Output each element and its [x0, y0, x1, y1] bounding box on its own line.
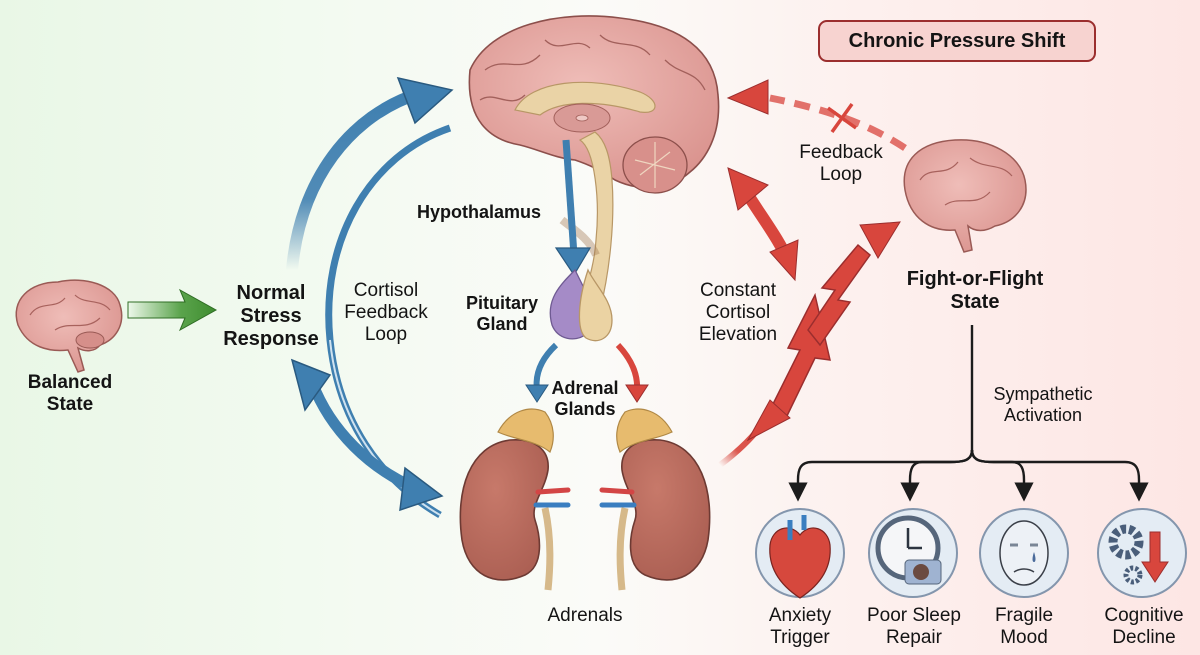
right-kidney-icon: [599, 408, 711, 591]
label-line: Constant: [699, 280, 777, 301]
chronic-pressure-shift-badge: Chronic Pressure Shift: [818, 20, 1096, 62]
label-line: Normal: [236, 282, 306, 304]
gears-down-icon: [1097, 508, 1187, 598]
cortisol-feedback-loop-label: Cortisol Feedback Loop: [338, 280, 434, 346]
feedback-loop-label: Feedback Loop: [786, 142, 896, 186]
label-line: State: [950, 291, 1000, 313]
label-line: Trigger: [770, 626, 830, 648]
label-line: Feedback: [344, 301, 428, 323]
label-line: Response: [223, 328, 319, 350]
branching-connector: [788, 325, 1149, 502]
red-zigzag-arrows-icon: [718, 221, 901, 468]
label-line: Loop: [819, 163, 863, 185]
label-line: Adrenal: [551, 378, 619, 398]
label-line: Cognitive: [1104, 605, 1184, 626]
label-line: Pituitary: [465, 293, 539, 313]
sad-face-icon: [979, 508, 1069, 598]
stressed-brain-icon: [903, 139, 1027, 253]
label-line: Stress: [240, 305, 302, 327]
balanced-brain-icon: [15, 279, 123, 373]
green-arrow-icon: [127, 288, 218, 332]
blue-arc-up-icon: [286, 76, 454, 276]
label-line: Cortisol: [705, 301, 771, 323]
central-brain-icon: [468, 15, 720, 311]
heart-icon: [755, 508, 845, 599]
label-line: Elevation: [698, 323, 778, 345]
label-line: Fight-or-Flight: [906, 268, 1044, 290]
label-line: Cortisol: [353, 280, 419, 301]
pituitary-to-adrenal-arrows: [525, 342, 649, 403]
outcome-anxiety-trigger-label: Anxiety Trigger: [750, 605, 850, 649]
clock-sleep-icon: [868, 508, 958, 598]
label-line: Fragile: [994, 605, 1054, 626]
label-line: Loop: [364, 323, 408, 345]
label-line: Glands: [554, 398, 616, 419]
pituitary-gland-icon: [549, 268, 613, 342]
label-line: Activation: [1003, 404, 1083, 425]
balanced-state-label: Balanced State: [20, 372, 120, 416]
adrenals-label: Adrenals: [547, 605, 623, 626]
label-line: Mood: [1000, 626, 1048, 648]
outcome-cognitive-decline-label: Cognitive Decline: [1092, 605, 1196, 649]
hypothalamus-label: Hypothalamus: [416, 202, 542, 222]
left-kidney-icon: [459, 408, 571, 591]
label-line: State: [46, 393, 94, 415]
label-line: Balanced: [27, 372, 113, 393]
adrenal-glands-label: Adrenal Glands: [545, 378, 625, 419]
outcome-fragile-mood-label: Fragile Mood: [978, 605, 1070, 649]
broken-feedback-arrow-icon: [726, 79, 907, 151]
pituitary-gland-label: Pituitary Gland: [456, 293, 548, 334]
label-line: Gland: [476, 313, 528, 334]
outcome-poor-sleep-label: Poor Sleep Repair: [858, 605, 970, 649]
label-line: Poor Sleep: [866, 605, 961, 626]
label-line: Decline: [1112, 626, 1176, 648]
label-line: Anxiety: [768, 605, 832, 626]
normal-stress-response-label: Normal Stress Response: [216, 282, 326, 351]
blue-double-arrow-icon: [290, 358, 444, 512]
red-double-arrow-icon: [727, 167, 799, 282]
label-line: Sympathetic: [993, 384, 1093, 404]
label-line: Repair: [886, 626, 942, 648]
blue-down-arrow-icon: [554, 139, 592, 277]
label-line: Feedback: [799, 142, 883, 163]
fight-or-flight-label: Fight-or-Flight State: [895, 268, 1055, 314]
sympathetic-activation-label: Sympathetic Activation: [978, 384, 1108, 425]
constant-cortisol-elevation-label: Constant Cortisol Elevation: [688, 280, 788, 346]
